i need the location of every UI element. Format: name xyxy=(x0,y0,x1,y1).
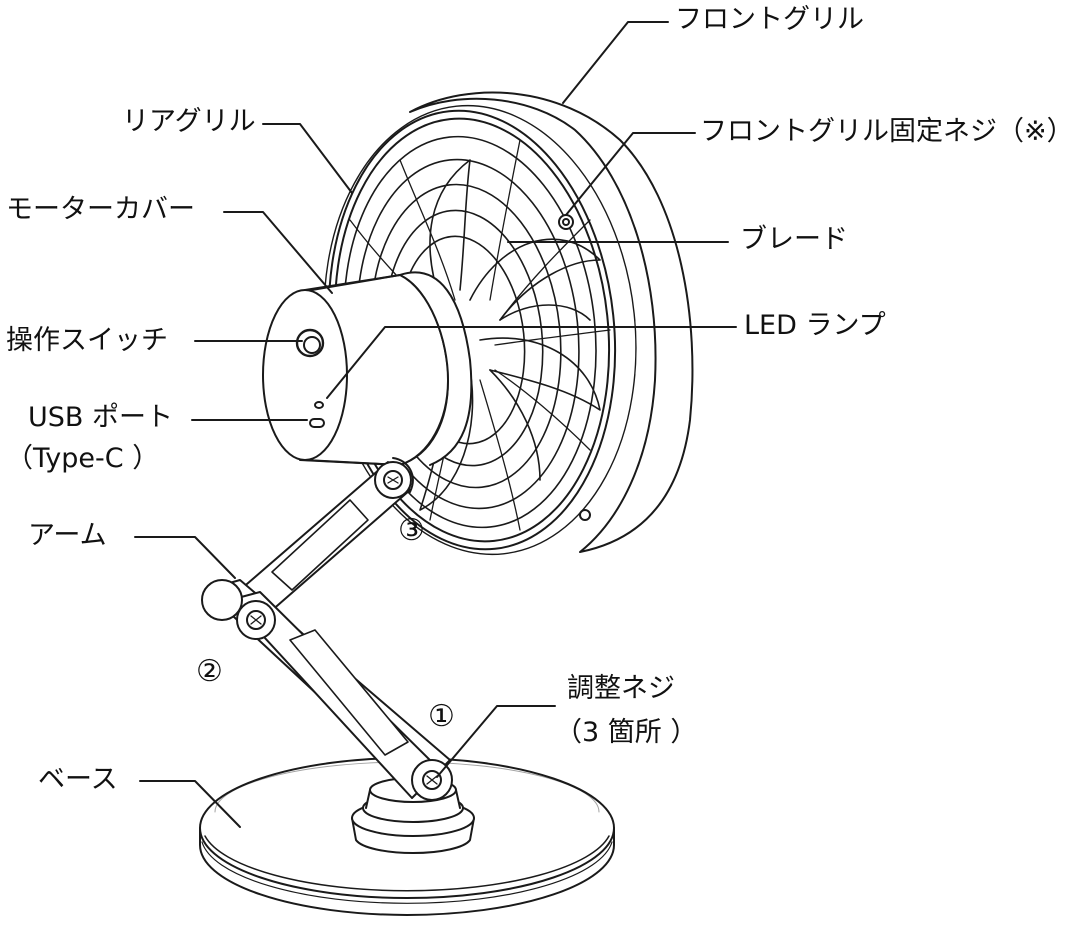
joint-number-1: ① xyxy=(428,699,455,734)
power-button-icon xyxy=(295,328,325,358)
arm-lower xyxy=(201,579,453,801)
front-grill-screw-icon xyxy=(558,214,591,521)
leader-adjust-screw xyxy=(436,705,556,778)
label-arm: アーム xyxy=(28,520,107,551)
label-usb-port: USB ポート xyxy=(28,402,174,433)
motor-cover xyxy=(262,271,473,466)
leader-front-grill xyxy=(562,21,669,104)
joint-number-2: ② xyxy=(196,654,223,689)
label-base: ベース xyxy=(38,764,118,795)
label-front-grill-screw: フロントグリル固定ネジ（※） xyxy=(700,116,1074,147)
leader-led-lamp xyxy=(326,326,737,399)
label-led-lamp: LED ランプ xyxy=(744,310,886,341)
label-front-grill: フロントグリル xyxy=(675,4,864,35)
leader-motor-cover xyxy=(223,211,333,294)
label-adjust-screw: 調整ネジ xyxy=(567,673,675,704)
label-operation-switch: 操作スイッチ xyxy=(6,325,168,356)
leader-front-grill-screw xyxy=(565,132,696,216)
label-blade: ブレード xyxy=(740,224,848,255)
joint-number-3: ③ xyxy=(398,513,425,548)
label-adjust-screw-count: （3 箇所 ） xyxy=(555,717,698,748)
led-lamp-icon xyxy=(314,401,324,409)
arm-upper xyxy=(239,457,414,613)
label-motor-cover: モーターカバー xyxy=(6,194,195,225)
label-usb-type: （Type-C ） xyxy=(6,443,160,474)
label-rear-grill: リアグリル xyxy=(122,106,256,137)
leader-rear-grill xyxy=(262,123,353,194)
leader-lines xyxy=(134,21,737,828)
leader-base xyxy=(139,780,241,828)
usb-port-icon xyxy=(309,418,325,428)
grill-spokes xyxy=(349,139,611,531)
leader-arm xyxy=(134,536,236,579)
